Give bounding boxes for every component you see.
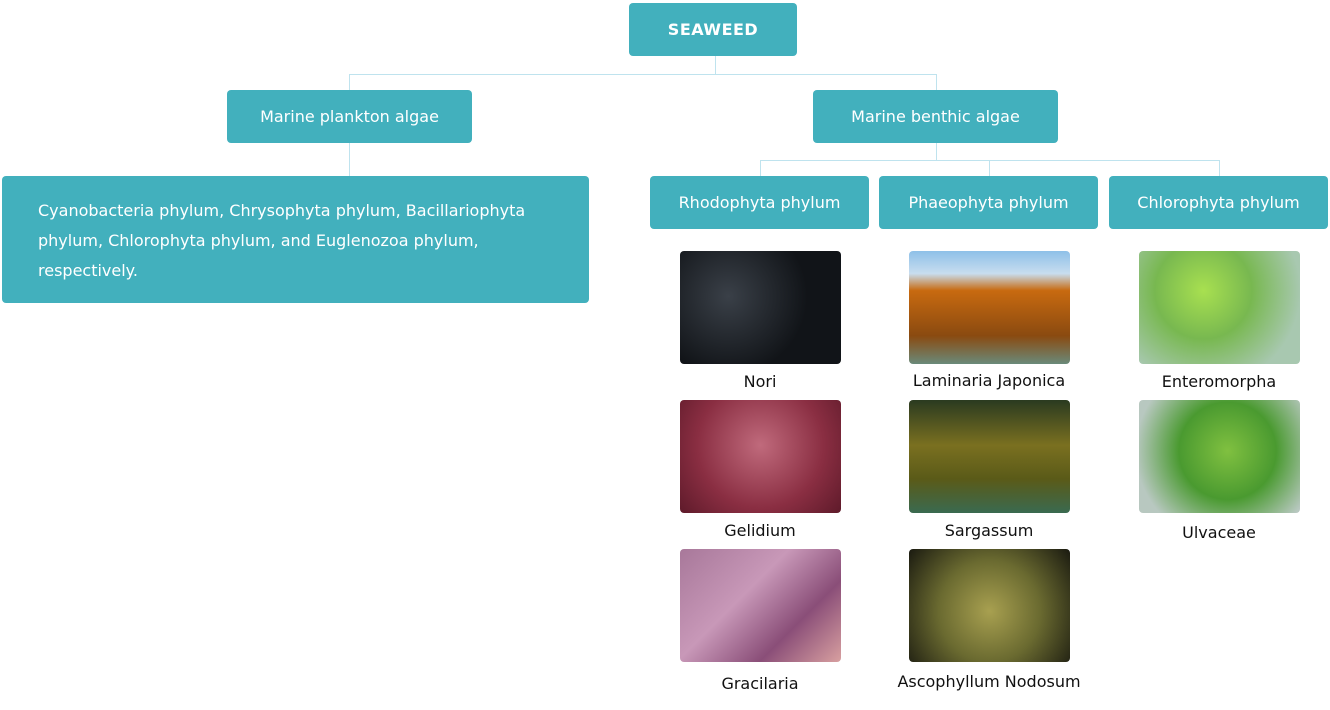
- connector: [936, 143, 937, 160]
- plankton-node: Marine plankton algae: [227, 90, 472, 143]
- connector: [349, 74, 350, 90]
- chlorophyta-node: Chlorophyta phylum: [1109, 176, 1328, 229]
- nori-image: [680, 251, 841, 364]
- connector: [989, 160, 990, 176]
- gelidium-image: [680, 400, 841, 513]
- sargassum-image: [909, 400, 1070, 513]
- gelidium-label: Gelidium: [724, 521, 796, 540]
- connector: [349, 74, 937, 75]
- root-node: SEAWEED: [629, 3, 797, 56]
- connector: [1219, 160, 1220, 176]
- gracilaria-image: [680, 549, 841, 662]
- enteromorpha-label: Enteromorpha: [1161, 372, 1277, 391]
- ulvaceae-image: [1139, 400, 1300, 513]
- plankton-description: Cyanobacteria phylum, Chrysophyta phylum…: [2, 176, 589, 303]
- connector: [760, 160, 761, 176]
- laminaria-japonica-image: [909, 251, 1070, 364]
- ulvaceae-label: Ulvaceae: [1182, 523, 1256, 542]
- sargassum-label: Sargassum: [944, 521, 1034, 540]
- ascophyllum-nodosum-label: Ascophyllum Nodosum: [897, 672, 1081, 691]
- gracilaria-label: Gracilaria: [721, 674, 799, 693]
- enteromorpha-image: [1139, 251, 1300, 364]
- benthic-node: Marine benthic algae: [813, 90, 1058, 143]
- connector: [760, 160, 1220, 161]
- rhodophyta-node: Rhodophyta phylum: [650, 176, 869, 229]
- connector: [936, 74, 937, 90]
- phaeophyta-node: Phaeophyta phylum: [879, 176, 1098, 229]
- ascophyllum-nodosum-image: [909, 549, 1070, 662]
- laminaria-japonica-label: Laminaria Japonica: [912, 371, 1066, 390]
- connector: [715, 56, 716, 74]
- nori-label: Nori: [743, 372, 777, 391]
- connector: [349, 143, 350, 176]
